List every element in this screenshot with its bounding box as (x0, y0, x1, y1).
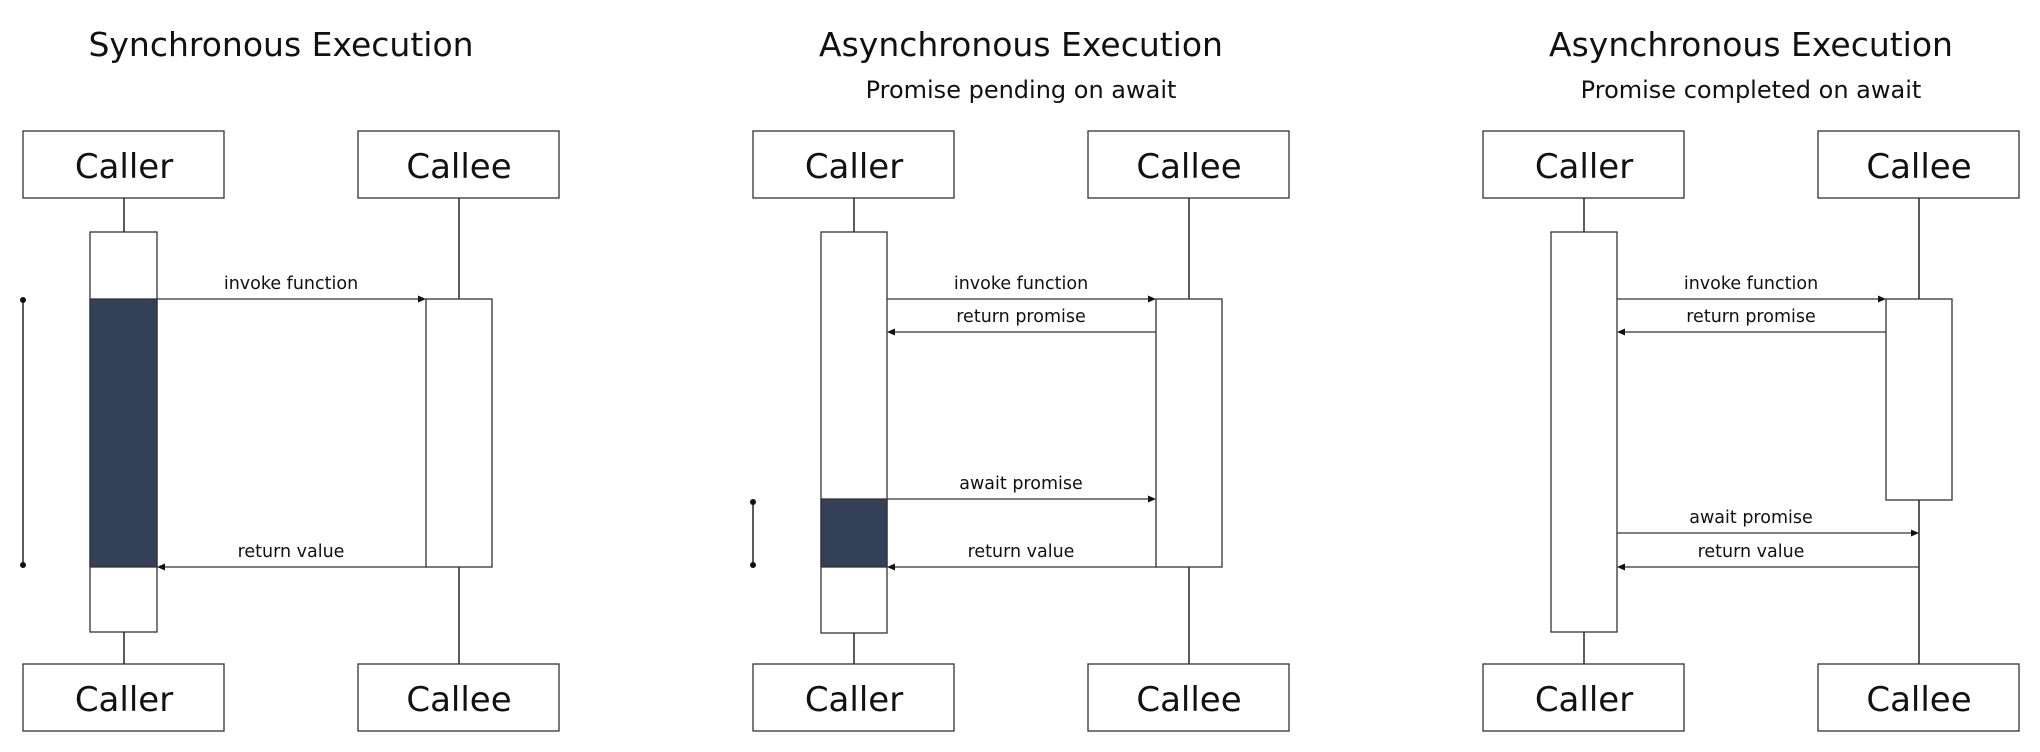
diagram-async-pending: Asynchronous Execution Promise pending o… (750, 25, 1290, 732)
diagram-async-completed: Asynchronous Execution Promise completed… (1482, 25, 2020, 732)
return-value-arrowhead (887, 563, 895, 571)
callee-box-bottom (357, 663, 560, 732)
callee-box-bottom (1087, 663, 1290, 732)
invoke-label: invoke function (224, 274, 358, 294)
caller-box-top (752, 130, 955, 199)
caller-box-bottom (22, 663, 225, 732)
invoke-label: invoke function (1684, 274, 1818, 294)
diagram-synchronous: Synchronous Execution Caller Callee invo… (20, 25, 560, 732)
callee-activation (1885, 298, 1953, 501)
caller-box-bottom (752, 663, 955, 732)
callee-label-bottom: Callee (1136, 680, 1241, 720)
callee-activation (1155, 298, 1223, 568)
caller-box-top (22, 130, 225, 199)
diagram-subtitle: Promise completed on await (1581, 76, 1922, 104)
bracket-end-dot (750, 562, 756, 568)
await-arrowhead (1148, 495, 1156, 503)
return-promise-label: return promise (956, 307, 1086, 327)
return-promise-arrowhead (887, 328, 895, 336)
diagram-title: Asynchronous Execution (819, 25, 1223, 64)
bracket-end-dot (20, 562, 26, 568)
callee-label-top: Callee (1866, 147, 1971, 187)
return-promise-label: return promise (1686, 307, 1816, 327)
return-value-label: return value (238, 542, 345, 562)
diagram-subtitle: Promise pending on await (866, 76, 1177, 104)
callee-box-top (1087, 130, 1290, 199)
await-label: await promise (959, 474, 1082, 494)
await-arrowhead (1911, 529, 1919, 537)
invoke-arrowhead (1148, 295, 1156, 303)
callee-label-bottom: Callee (1866, 680, 1971, 720)
invoke-arrowhead (418, 295, 426, 303)
caller-box-bottom (1482, 663, 1685, 732)
callee-box-bottom (1817, 663, 2020, 732)
callee-label-top: Callee (406, 147, 511, 187)
caller-label-bottom: Caller (805, 680, 903, 720)
caller-blocked-segment (820, 498, 888, 568)
await-label: await promise (1689, 508, 1812, 528)
invoke-arrowhead (1878, 295, 1886, 303)
callee-box-top (357, 130, 560, 199)
bracket-start-dot (750, 499, 756, 505)
callee-label-bottom: Callee (406, 680, 511, 720)
caller-label-top: Caller (1535, 147, 1633, 187)
callee-activation (425, 298, 493, 568)
caller-label-top: Caller (75, 147, 173, 187)
caller-blocked-segment (89, 298, 158, 568)
caller-activation (1550, 231, 1618, 633)
caller-activation (820, 231, 888, 634)
caller-label-bottom: Caller (1535, 680, 1633, 720)
return-value-label: return value (968, 542, 1075, 562)
callee-label-top: Callee (1136, 147, 1241, 187)
diagram-title: Asynchronous Execution (1549, 25, 1953, 64)
diagram-title: Synchronous Execution (88, 25, 473, 64)
return-value-arrowhead (1617, 563, 1625, 571)
bracket-start-dot (20, 297, 26, 303)
return-value-arrowhead (157, 563, 165, 571)
return-promise-arrowhead (1617, 328, 1625, 336)
caller-label-bottom: Caller (75, 680, 173, 720)
caller-box-top (1482, 130, 1685, 199)
callee-box-top (1817, 130, 2020, 199)
invoke-label: invoke function (954, 274, 1088, 294)
caller-label-top: Caller (805, 147, 903, 187)
return-value-label: return value (1698, 542, 1805, 562)
